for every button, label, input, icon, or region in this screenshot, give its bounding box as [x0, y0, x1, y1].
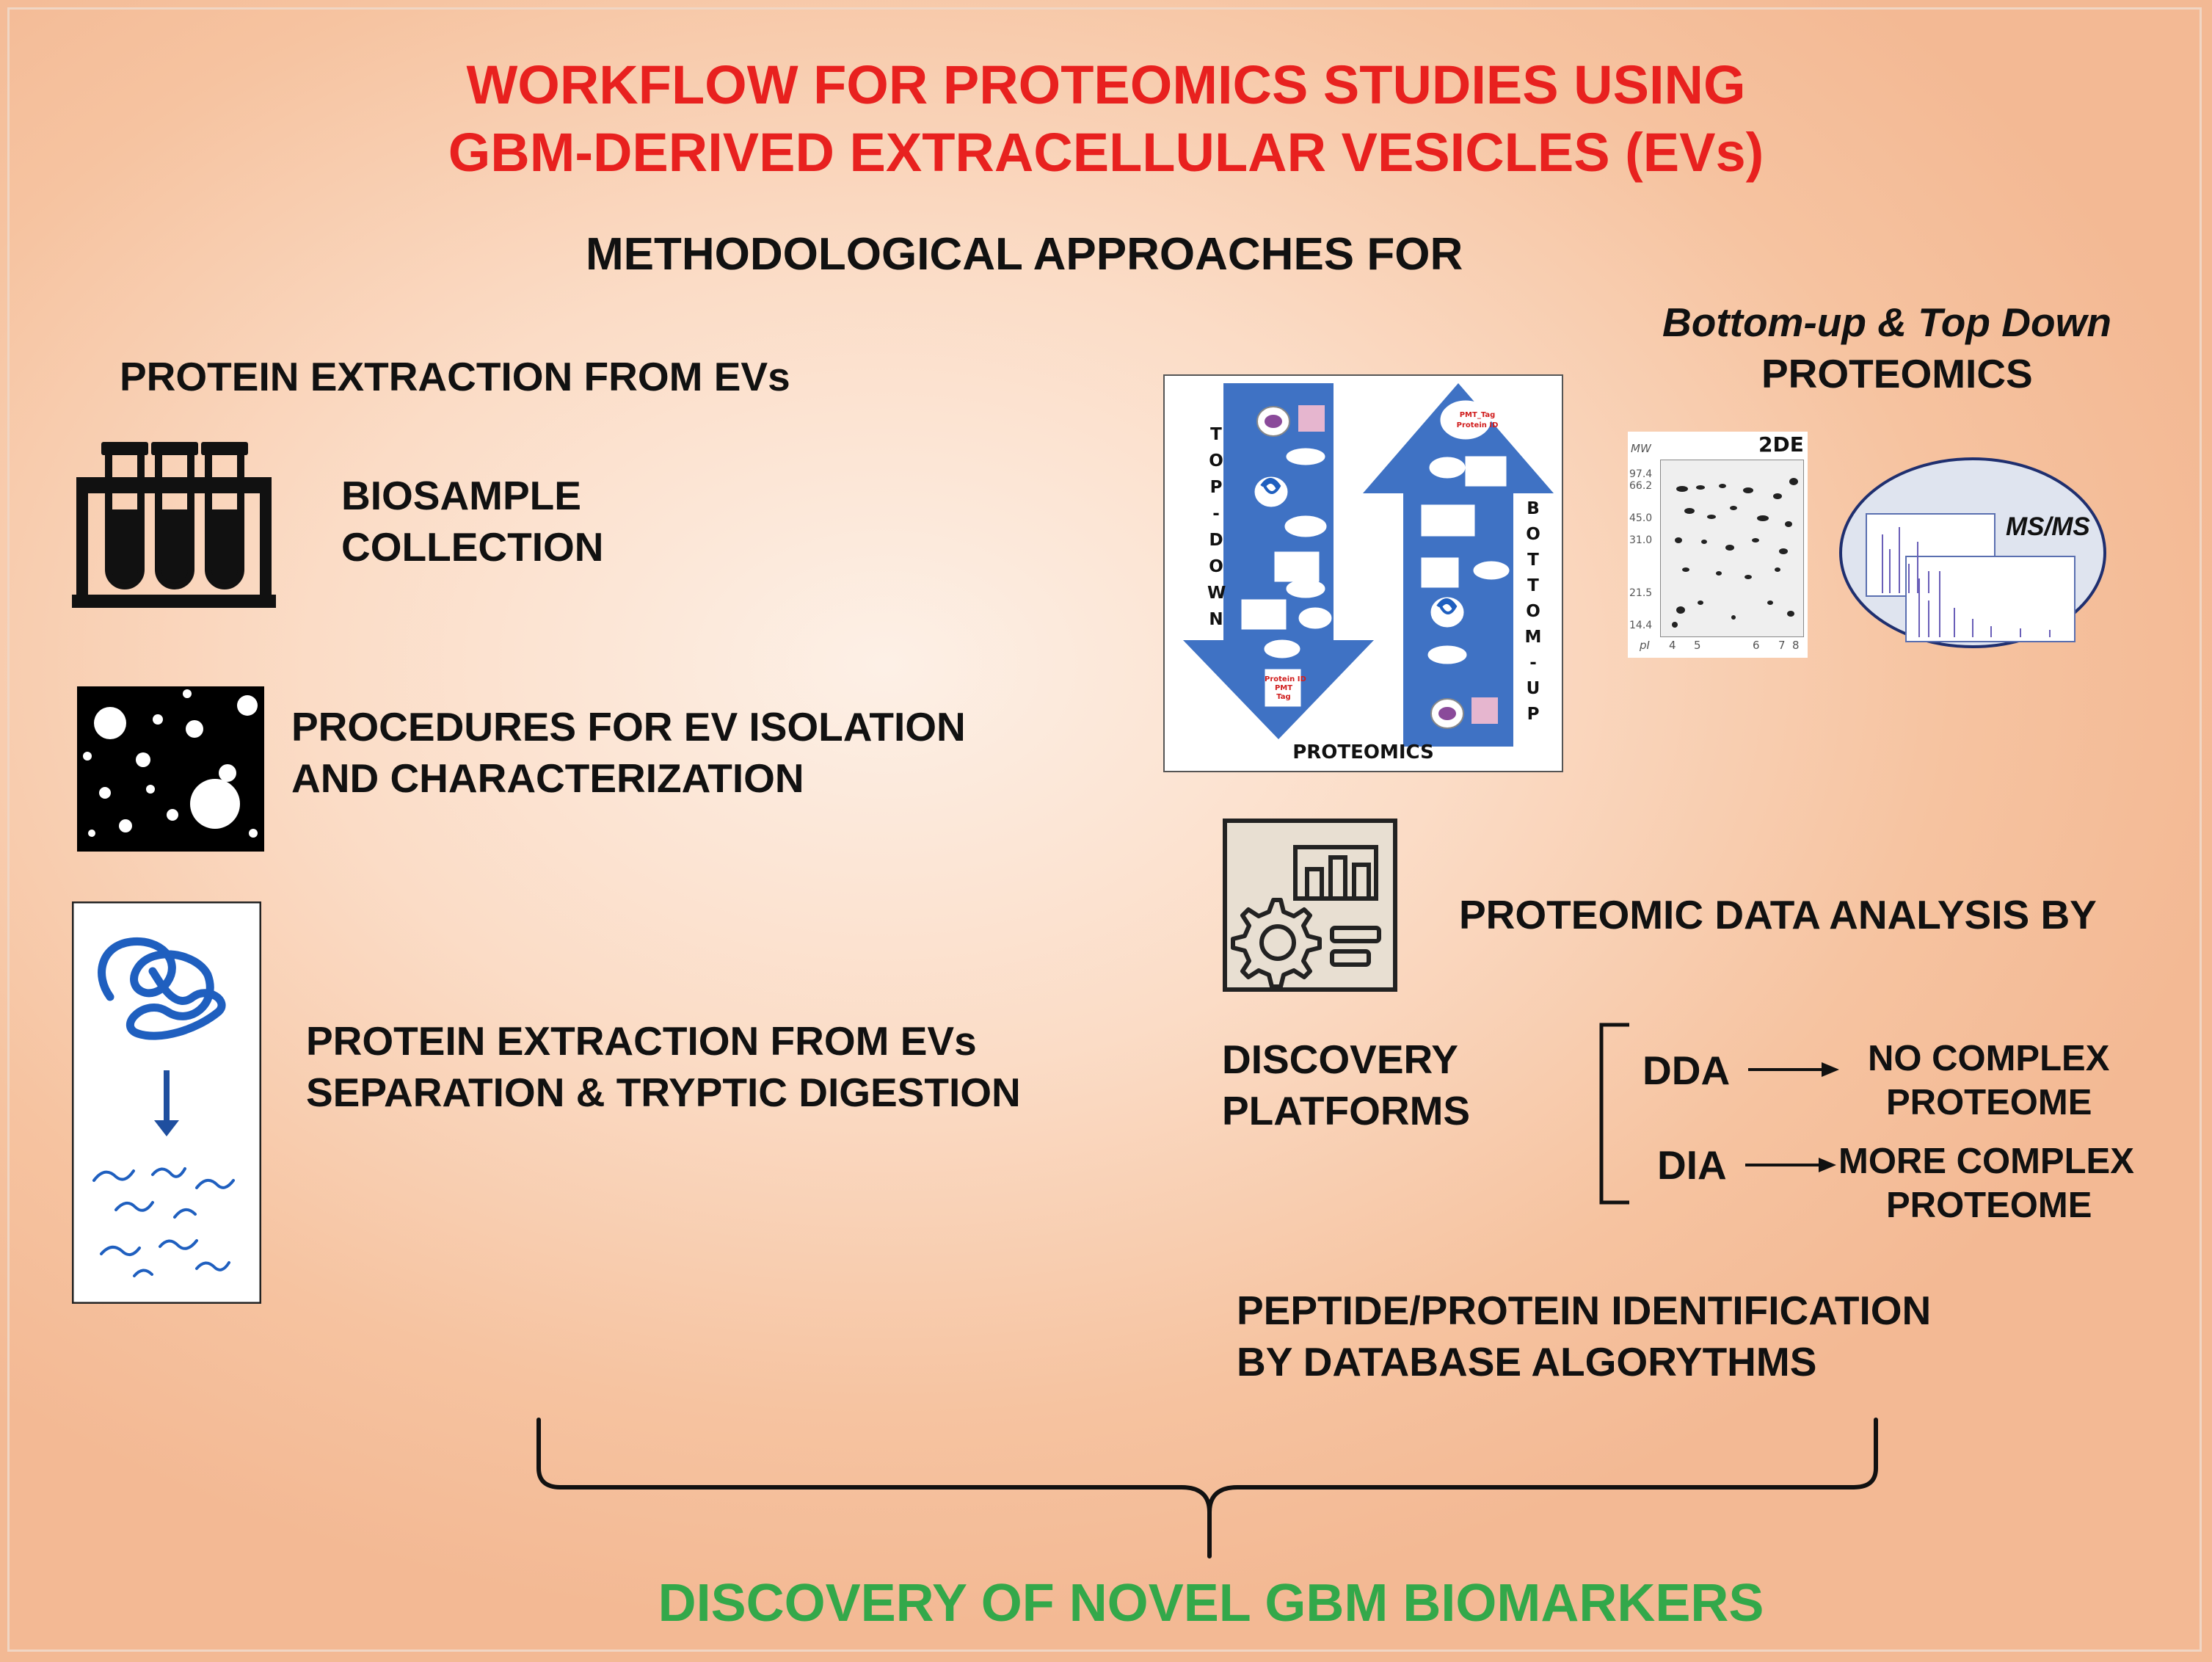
identification-line-1: PEPTIDE/PROTEIN IDENTIFICATION: [1237, 1288, 1932, 1333]
method-dia: DIA: [1657, 1142, 1727, 1188]
methods-bracket: [1599, 1023, 1629, 1205]
step-3-line-2: SEPARATION & TRYPTIC DIGESTION: [306, 1070, 1021, 1115]
top-red-label-2: Protein ID: [1456, 421, 1499, 429]
td-letter: -: [1212, 504, 1220, 523]
dda-result-line-1: NO COMPLEX: [1868, 1039, 2110, 1078]
td-letter: N: [1209, 610, 1223, 629]
gel-spots-graphic: [1660, 460, 1804, 637]
step-2-line-2: AND CHARACTERIZATION: [291, 755, 804, 801]
gel-pi-tick: 6: [1753, 639, 1760, 652]
topdown-bottomup-diagram: PMT_Tag Protein ID Protein ID PMT Tag T …: [1163, 374, 1563, 772]
bu-letter: T: [1527, 551, 1539, 570]
dia-arrow-icon: [1745, 1158, 1836, 1172]
top-down-letters: T O P - D O W N: [1207, 421, 1226, 633]
platforms-line-1: DISCOVERY: [1222, 1037, 1458, 1082]
2de-gel-image: 2DE MW 97.4 66.2 45.0 31.0 21.5 14.4 pI …: [1628, 432, 1808, 658]
canvas-border: [7, 7, 2202, 1652]
bottom-red-label-3: Tag: [1276, 693, 1291, 701]
test-tubes-icon: [72, 442, 276, 608]
data-analysis-icon: [1223, 819, 1397, 992]
conclusion: DISCOVERY OF NOVEL GBM BIOMARKERS: [658, 1574, 1764, 1633]
title-line-1: WORKFLOW FOR PROTEOMICS STUDIES USING: [466, 54, 1746, 115]
method-dda: DDA: [1642, 1048, 1731, 1093]
ms-ms-spectra-graphic: [1839, 457, 2106, 648]
proteomics-heading-line-1: Bottom-up & Top Down: [1662, 300, 2111, 345]
platforms-line-2: PLATFORMS: [1222, 1088, 1471, 1133]
gel-mw-label: MW: [1631, 442, 1651, 455]
left-heading: PROTEIN EXTRACTION FROM EVs: [120, 354, 790, 399]
bottom-up-letters: B O T T O M - U P: [1524, 496, 1542, 727]
td-letter: W: [1207, 584, 1226, 603]
step-3-line-1: PROTEIN EXTRACTION FROM EVs: [306, 1018, 977, 1064]
msms-label: MS/MS: [2006, 512, 2090, 541]
gel-mw-tick: 97.4: [1629, 468, 1653, 480]
ev-particles-icon: [77, 686, 264, 852]
step-1-line-2: COLLECTION: [341, 524, 604, 570]
bu-letter: T: [1527, 576, 1539, 595]
gel-mw-tick: 45.0: [1629, 512, 1653, 524]
td-letter: D: [1209, 531, 1223, 550]
gel-mw-tick: 66.2: [1629, 480, 1653, 492]
bu-letter: O: [1526, 602, 1540, 621]
bu-letter: M: [1524, 628, 1542, 647]
td-letter: P: [1209, 478, 1223, 497]
gel-mw-tick: 21.5: [1629, 587, 1653, 599]
dia-result-line-1: MORE COMPLEX: [1838, 1142, 2134, 1181]
dia-result-line-2: PROTEOME: [1886, 1186, 2092, 1225]
protein-digestion-icon: [72, 901, 261, 1304]
gel-pi-tick: 4: [1669, 639, 1676, 652]
step-1-line-1: BIOSAMPLE: [341, 473, 581, 518]
diagram-caption: PROTEOMICS: [1292, 741, 1434, 763]
bu-letter: U: [1526, 679, 1540, 698]
top-red-label: PMT_Tag: [1459, 411, 1496, 419]
gel-label: 2DE: [1758, 432, 1804, 457]
summary-brace: [536, 1418, 1878, 1558]
proteomics-heading-line-2: PROTEOMICS: [1761, 351, 2033, 396]
gel-mw-tick: 14.4: [1629, 620, 1653, 631]
proteomics-arrows-graphic: [1183, 383, 1554, 747]
gel-pi-tick: 8: [1792, 639, 1800, 652]
dda-arrow-icon: [1748, 1062, 1839, 1077]
analysis-heading: PROTEOMIC DATA ANALYSIS BY: [1459, 892, 2097, 937]
td-letter: O: [1209, 557, 1223, 576]
bu-letter: P: [1527, 705, 1540, 724]
bu-letter: -: [1529, 653, 1537, 672]
gel-mw-tick: 31.0: [1629, 534, 1653, 546]
dda-result-line-2: PROTEOME: [1886, 1083, 2092, 1122]
bu-letter: O: [1526, 525, 1540, 544]
subtitle: METHODOLOGICAL APPROACHES FOR: [586, 229, 1463, 280]
td-letter: T: [1210, 425, 1222, 444]
title-line-2: GBM-DERIVED EXTRACELLULAR VESICLES (EVs): [448, 122, 1764, 183]
td-letter: O: [1209, 451, 1223, 471]
step-2-line-1: PROCEDURES FOR EV ISOLATION: [291, 704, 966, 750]
bottom-red-label: Protein ID: [1265, 675, 1306, 683]
identification-line-2: BY DATABASE ALGORYTHMS: [1237, 1339, 1817, 1385]
gel-pi-label: pI: [1640, 639, 1650, 652]
gel-pi-tick: 5: [1694, 639, 1701, 652]
gel-pi-tick: 7: [1778, 639, 1786, 652]
bu-letter: B: [1527, 499, 1540, 518]
bottom-red-label-2: PMT: [1274, 684, 1293, 692]
